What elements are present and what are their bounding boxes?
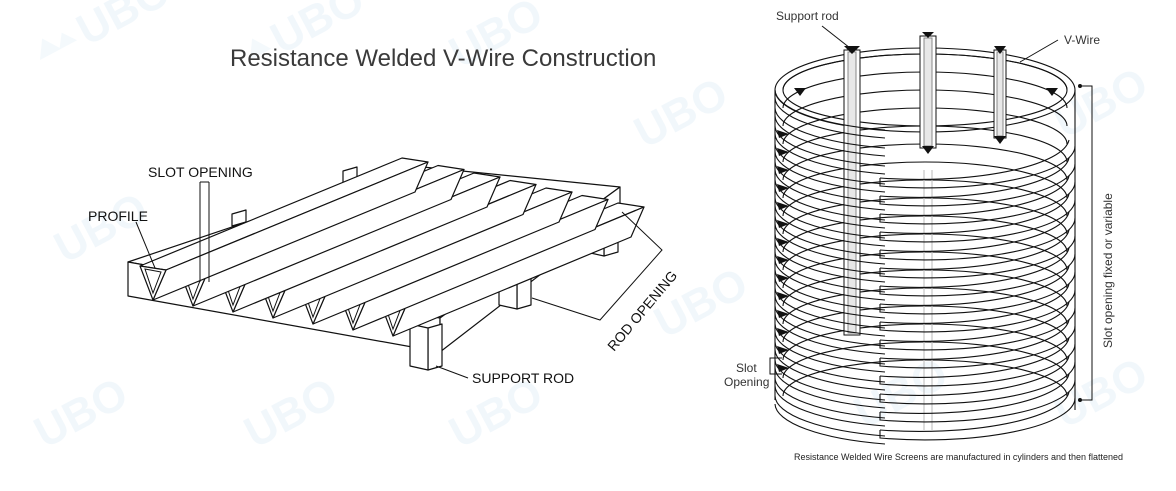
label-slot-fixed-variable: Slot opening fixed or variable [1101,193,1115,348]
label-slot-opening: SLOT OPENING [148,164,253,180]
watermark-text: UBO [26,368,135,457]
watermark-text: UBO [626,68,735,157]
label-support-rod: SUPPORT ROD [472,370,574,386]
cylinder-illustration: Support rod V-Wire Slot Opening Slot ope… [724,9,1115,445]
v-wire-bars [139,157,645,337]
cylinder-front-rings [774,89,1076,445]
watermark-text: UBO [646,258,755,347]
label-cyl-support-rod: Support rod [776,9,839,23]
watermark-text: UBO [69,0,178,55]
label-v-wire: V-Wire [1064,33,1100,47]
label-profile: PROFILE [88,208,148,224]
watermark-text: UBO [1046,348,1155,437]
label-slot-line1: Slot [736,361,757,375]
watermark-text: UBO [236,368,345,457]
cylinder-support-rods [794,32,1058,430]
flat-panel-callouts [135,181,663,379]
flat-panel-illustration: SLOT OPENING PROFILE ROD OPENING SUPPORT… [88,157,680,386]
label-slot-line2: Opening [724,375,769,389]
figure-caption: Resistance Welded Wire Screens are manuf… [794,452,1124,462]
diagram-title: Resistance Welded V-Wire Construction [230,45,656,72]
cylinder-callouts [769,25,1093,402]
